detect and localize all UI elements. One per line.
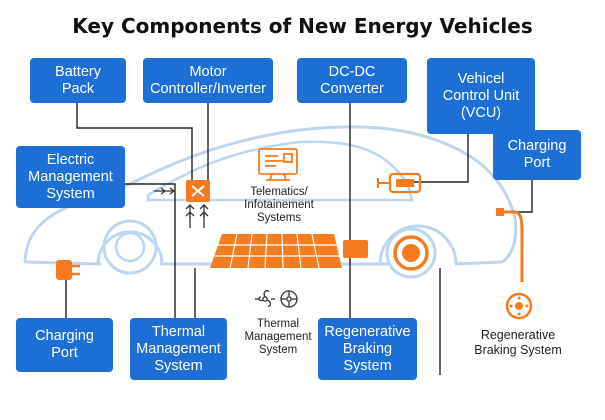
fan-icon (255, 290, 298, 308)
inverter-icon (186, 180, 210, 202)
rear-wheel (102, 219, 158, 275)
arrow-up-4 (199, 204, 209, 218)
thermal-management-icon-label: Thermal Management System (244, 318, 312, 356)
telematics-monitor-icon (258, 148, 298, 181)
diagram-title: Key Components of New Energy Vehicles (72, 14, 533, 38)
brake-disc-icon (505, 292, 533, 320)
wheel-icon (393, 235, 429, 271)
vcu-module-icon (377, 172, 422, 194)
regenerative-braking-box: Regenerative Braking System (318, 318, 417, 380)
charging-plug-icon (56, 260, 80, 280)
vcu-box: Vehicel Control Unit (VCU) (427, 58, 535, 134)
arrow-right-2 (163, 187, 176, 195)
regenerative-braking-icon-label: Regenerative Braking System (474, 328, 562, 357)
electric-management-box: Electric Management System (16, 146, 125, 208)
charging-port-right-box: Charging Port (493, 130, 581, 180)
dcdc-converter-icon (343, 240, 368, 258)
battery-grid-icon (210, 233, 342, 269)
charging-port-left-box: Charging Port (16, 318, 113, 372)
line-battery-pack (76, 103, 193, 180)
front-wheel-arch (378, 224, 458, 265)
charging-cable (500, 210, 524, 282)
line-vcu (413, 134, 469, 183)
line-electric-mgmt (125, 183, 176, 318)
thermal-management-box: Thermal Management System (130, 318, 227, 380)
front-wheel (385, 227, 437, 279)
rear-wheel-hub (114, 231, 146, 263)
cable-plug-tip (496, 208, 504, 216)
telematics-label: Telematics/ Infotainement Systems (244, 186, 314, 224)
arrow-up-3 (185, 204, 195, 218)
motor-controller-box: Motor Controller/Inverter (143, 58, 273, 103)
battery-pack-box: Battery Pack (30, 58, 126, 103)
line-charging-right (515, 180, 533, 213)
dcdc-converter-box: DC-DC Converter (297, 58, 407, 103)
